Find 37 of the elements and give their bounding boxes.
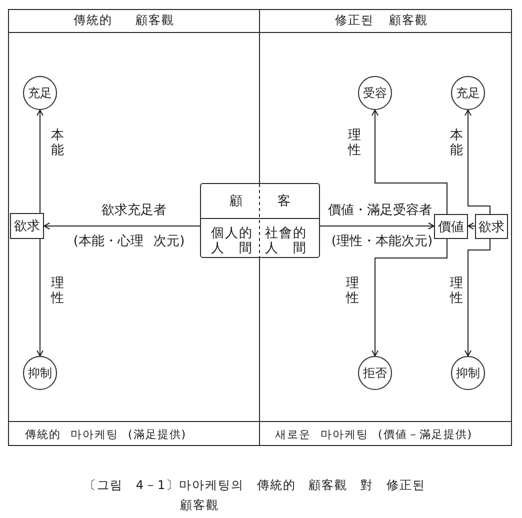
panel-footer: 새로운 마아케팅 (價値－滿足提供) <box>275 426 473 442</box>
box-node: 欲求 <box>475 214 508 239</box>
edge-label: 理性 <box>346 277 359 307</box>
circle-node: 抑制 <box>23 356 57 390</box>
edge-label: 價値・滿足受容者 <box>328 203 432 219</box>
circle-node: 抑制 <box>451 356 485 390</box>
circle-node: 拒否 <box>358 356 392 390</box>
edge-label: 理性 <box>450 277 463 307</box>
box-node: 價値 <box>434 214 468 239</box>
figure-caption: 〔그림 4－1〕마아케팅의 傳統的 顧客觀 對 修正된 顧客觀 <box>84 477 426 514</box>
column-label: 個人的人間 <box>211 226 252 256</box>
arrow <box>464 238 490 356</box>
arrow <box>320 222 434 230</box>
arrow <box>372 110 448 214</box>
panel-heading: 傳統的 顧客觀 <box>74 12 174 29</box>
arrow <box>464 110 490 214</box>
column-heading: 客 <box>278 194 290 210</box>
circle-node: 充足 <box>23 76 57 110</box>
arrow <box>36 238 44 356</box>
arrow <box>372 238 448 356</box>
edge-label: 欲求充足者 <box>102 203 166 219</box>
arrow <box>36 110 44 214</box>
panel <box>259 9 512 446</box>
arrow-note: (本能・心理 次元) <box>73 234 185 250</box>
arrow <box>468 222 476 230</box>
arrow <box>44 222 200 230</box>
edge-label: 理性 <box>348 129 361 159</box>
panel-heading: 修正된 顧客觀 <box>335 12 428 29</box>
column-heading: 顧 <box>230 194 242 210</box>
box-node: 欲求 <box>10 213 44 239</box>
panel-footer: 傳統的 마아케팅 (滿足提供) <box>25 426 187 442</box>
arrow-note: (理性・本能次元) <box>331 234 433 250</box>
edge-label: 理性 <box>51 277 64 307</box>
circle-node: 受容 <box>358 76 392 110</box>
column-label: 社會的人間 <box>265 226 306 256</box>
circle-node: 充足 <box>451 76 485 110</box>
panel <box>8 9 260 446</box>
